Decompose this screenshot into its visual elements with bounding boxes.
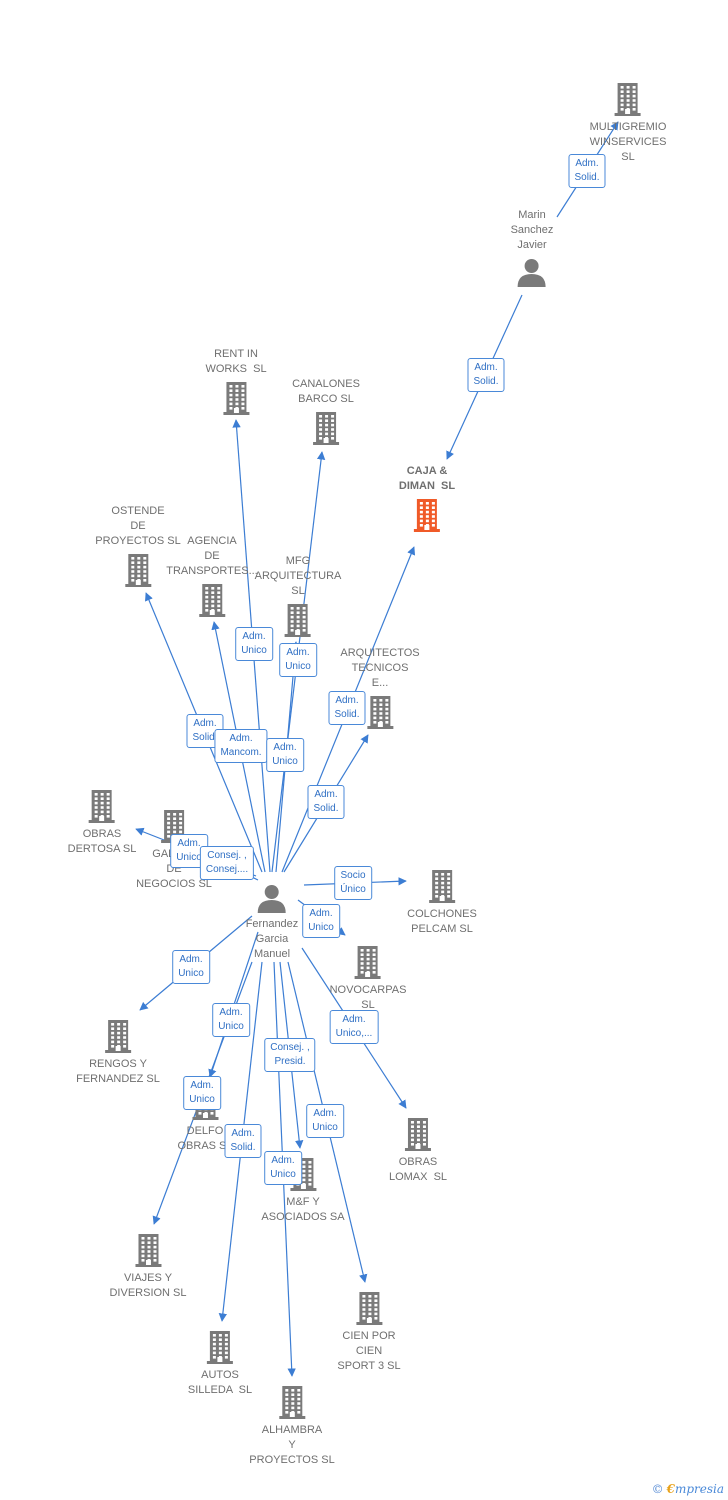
- node-label[interactable]: NOVOCARPAS SL: [329, 984, 407, 1011]
- person-node-fernandez[interactable]: Fernandez Garcia Manuel: [245, 883, 299, 962]
- person-icon: [258, 885, 286, 913]
- relationship-label-rent[interactable]: Adm. Unico: [235, 627, 273, 661]
- building-icon: [312, 412, 339, 445]
- node-label[interactable]: M&F Y ASOCIADOS SA: [261, 1196, 345, 1223]
- building-icon: [223, 382, 249, 415]
- node-label[interactable]: CAJA & DIMAN SL: [398, 465, 456, 492]
- node-label[interactable]: OBRAS LOMAX SL: [388, 1156, 448, 1183]
- relationship-label-multigremio[interactable]: Adm. Solid.: [568, 154, 606, 188]
- building-icon: [356, 1292, 382, 1325]
- company-node-obraslomax[interactable]: OBRAS LOMAX SL: [389, 1117, 447, 1185]
- building-icon: [404, 1118, 431, 1151]
- node-label[interactable]: CANALONES BARCO SL: [292, 378, 360, 405]
- person-node-marin[interactable]: Marin Sanchez Javier: [510, 208, 554, 287]
- node-label[interactable]: DELFO OBRAS SL: [177, 1125, 232, 1152]
- relationship-label-galicia[interactable]: Consej. , Consej....: [199, 846, 255, 880]
- company-node-novocarpas[interactable]: NOVOCARPAS SL: [329, 945, 407, 1013]
- company-node-alhambra[interactable]: ALHAMBRA Y PROYECTOS SL: [249, 1385, 335, 1468]
- building-icon: [207, 1331, 233, 1364]
- company-node-rengos[interactable]: RENGOS Y FERNANDEZ SL: [76, 1019, 160, 1087]
- building-icon: [615, 83, 641, 116]
- relationship-label-autos[interactable]: Adm. Solid.: [224, 1124, 262, 1158]
- node-label[interactable]: ARQUITECTOS TECNICOS E...: [340, 647, 420, 689]
- node-label[interactable]: CIEN POR CIEN SPORT 3 SL: [337, 1330, 401, 1372]
- building-icon: [198, 584, 225, 617]
- node-label[interactable]: AUTOS SILLEDA SL: [187, 1369, 253, 1396]
- relationship-label-caja[interactable]: Adm. Solid.: [328, 691, 366, 725]
- company-node-viajes[interactable]: VIAJES Y DIVERSION SL: [109, 1233, 187, 1301]
- node-label[interactable]: VIAJES Y DIVERSION SL: [109, 1272, 187, 1299]
- company-node-ostende[interactable]: OSTENDE DE PROYECTOS SL: [95, 504, 181, 587]
- node-label[interactable]: Marin Sanchez Javier: [510, 209, 554, 251]
- relationship-label-novocarpas[interactable]: Adm. Unico: [302, 904, 340, 938]
- relationship-label-alhambra[interactable]: Adm. Unico: [264, 1151, 302, 1185]
- company-node-arquitectos[interactable]: ARQUITECTOS TECNICOS E...: [340, 646, 420, 729]
- relationship-label-arquitectos[interactable]: Adm. Solid.: [307, 785, 345, 819]
- relationship-label-canalones[interactable]: Adm. Unico: [279, 643, 317, 677]
- relationship-label-myf[interactable]: Consej. , Presid.: [264, 1038, 316, 1072]
- node-label[interactable]: RENT IN WORKS SL: [205, 348, 267, 375]
- relationship-label-delfo[interactable]: Adm. Unico: [212, 1003, 250, 1037]
- company-node-colchones[interactable]: COLCHONES PELCAM SL: [407, 869, 477, 937]
- building-icon: [413, 499, 440, 532]
- node-label[interactable]: AGENCIA DE TRANSPORTES...: [166, 535, 258, 577]
- node-label[interactable]: COLCHONES PELCAM SL: [407, 908, 477, 935]
- company-node-autos[interactable]: AUTOS SILLEDA SL: [188, 1330, 252, 1398]
- relationship-label-rengos[interactable]: Adm. Unico: [172, 950, 210, 984]
- company-node-obrasdertosa[interactable]: OBRAS DERTOSA SL: [67, 789, 137, 857]
- building-icon: [89, 790, 115, 823]
- relationship-label-mfg[interactable]: Adm. Unico: [266, 738, 304, 772]
- building-icon: [278, 1386, 305, 1419]
- node-label[interactable]: OSTENDE DE PROYECTOS SL: [95, 505, 181, 547]
- person-icon: [518, 259, 546, 287]
- company-node-mfg[interactable]: MFG ARQUITECTURA SL: [254, 554, 342, 637]
- relationship-label-caja[interactable]: Adm. Solid.: [467, 358, 505, 392]
- node-label[interactable]: Fernandez Garcia Manuel: [245, 918, 299, 960]
- company-node-caja[interactable]: CAJA & DIMAN SL: [399, 464, 455, 532]
- building-icon: [105, 1020, 131, 1053]
- company-node-multigremio[interactable]: MULTIGREMIO WINSERVICES SL: [589, 82, 667, 165]
- building-icon: [135, 1234, 161, 1267]
- relationship-label-cien[interactable]: Adm. Unico: [306, 1104, 344, 1138]
- empresia-logo[interactable]: ©€mpresia: [651, 1482, 724, 1496]
- building-icon: [124, 554, 151, 587]
- relationship-label-colchones[interactable]: Socio Único: [334, 866, 372, 900]
- node-label[interactable]: ALHAMBRA Y PROYECTOS SL: [249, 1424, 335, 1466]
- relationship-label-obraslomax[interactable]: Adm. Unico,...: [329, 1010, 379, 1044]
- company-node-canalones[interactable]: CANALONES BARCO SL: [292, 377, 360, 445]
- building-icon: [429, 870, 455, 903]
- node-label[interactable]: MULTIGREMIO WINSERVICES SL: [589, 121, 667, 163]
- building-icon: [355, 946, 381, 979]
- relationship-label-agencia[interactable]: Adm. Mancom.: [214, 729, 268, 763]
- node-label[interactable]: OBRAS DERTOSA SL: [67, 828, 137, 855]
- company-node-rent[interactable]: RENT IN WORKS SL: [205, 347, 267, 415]
- company-node-cien[interactable]: CIEN POR CIEN SPORT 3 SL: [337, 1291, 401, 1374]
- node-label[interactable]: MFG ARQUITECTURA SL: [254, 555, 342, 597]
- building-icon: [285, 604, 311, 637]
- building-icon: [366, 696, 393, 729]
- company-node-agencia[interactable]: AGENCIA DE TRANSPORTES...: [166, 534, 258, 617]
- relationship-label-viajes[interactable]: Adm. Unico: [183, 1076, 221, 1110]
- node-label[interactable]: RENGOS Y FERNANDEZ SL: [76, 1058, 160, 1085]
